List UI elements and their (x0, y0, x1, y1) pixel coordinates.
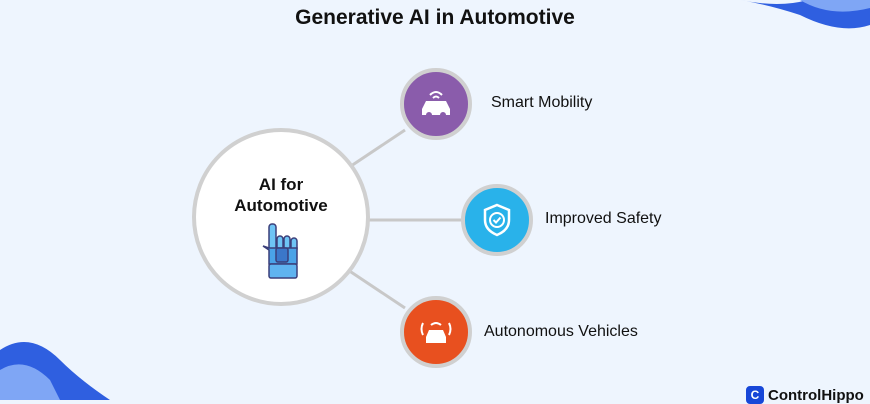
logo-mark: C (746, 386, 764, 404)
shield-check-icon (483, 203, 511, 237)
label-improved-safety: Improved Safety (545, 210, 662, 227)
brand-logo: C ControlHippo (746, 386, 864, 404)
autonomous-car-icon (420, 322, 452, 343)
label-smart-mobility: Smart Mobility (491, 94, 593, 111)
node-autonomous-vehicles (400, 296, 472, 368)
connector-smart-mobility (344, 128, 406, 172)
robot-hand-icon (262, 223, 298, 279)
connected-car-icon (422, 91, 450, 118)
center-label: AI for Automotive (234, 175, 328, 215)
logo-text: ControlHippo (768, 386, 864, 404)
page-title: Generative AI in Automotive (295, 6, 575, 29)
label-autonomous-vehicles: Autonomous Vehicles (484, 323, 638, 340)
center-node: AI for Automotive (192, 128, 370, 306)
node-improved-safety (461, 184, 533, 256)
node-smart-mobility (400, 68, 472, 140)
